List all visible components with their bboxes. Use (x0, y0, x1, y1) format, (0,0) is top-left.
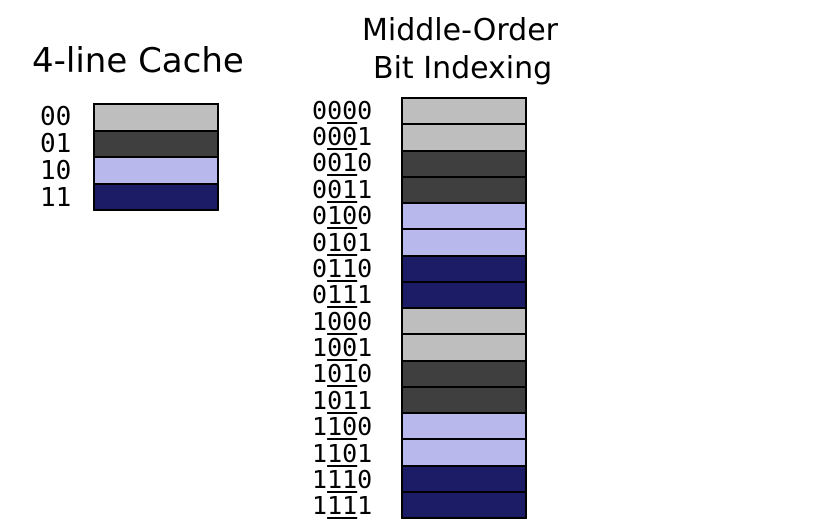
address-low-bit: 0 (357, 201, 373, 231)
memory-line (403, 204, 525, 231)
address-index-bits: 01 (327, 148, 358, 178)
address-low-bit: 1 (357, 385, 373, 415)
memory-line (403, 440, 525, 467)
cache-index-label: 11 (40, 182, 72, 213)
address-high-bit: 1 (312, 333, 328, 363)
address-index-bits: 10 (327, 227, 358, 257)
memory-line (403, 335, 525, 362)
memory-line (403, 282, 525, 309)
cache-title: 4-line Cache (32, 41, 244, 81)
cache-line (95, 184, 217, 209)
memory-line (403, 309, 525, 336)
memory-block (401, 97, 527, 519)
memory-line (403, 492, 525, 517)
address-high-bit: 1 (312, 412, 328, 442)
cache-index-label: 01 (40, 128, 72, 159)
memory-line (403, 256, 525, 283)
memory-line (403, 387, 525, 414)
address-index-bits: 00 (327, 95, 358, 125)
cache-line (95, 105, 217, 132)
cache-index-label: 10 (40, 155, 72, 186)
address-high-bit: 1 (312, 306, 328, 336)
cache-block (93, 103, 219, 211)
address-index-bits: 01 (327, 359, 358, 389)
cache-line (95, 131, 217, 158)
address-high-bit: 1 (312, 438, 328, 468)
address-high-bit: 1 (312, 385, 328, 415)
address-index-bits: 11 (327, 464, 358, 494)
address-high-bit: 0 (312, 280, 328, 310)
memory-line (403, 414, 525, 441)
memory-line (403, 99, 525, 126)
address-index-bits: 00 (327, 306, 358, 336)
address-index-bits: 10 (327, 201, 358, 231)
address-low-bit: 0 (357, 253, 373, 283)
address-low-bit: 0 (357, 412, 373, 442)
address-low-bit: 1 (357, 280, 373, 310)
memory-line (403, 177, 525, 204)
address-low-bit: 0 (357, 464, 373, 494)
address-low-bit: 0 (357, 148, 373, 178)
address-high-bit: 0 (312, 227, 328, 257)
address-high-bit: 1 (312, 359, 328, 389)
address-high-bit: 1 (312, 464, 328, 494)
address-high-bit: 0 (312, 253, 328, 283)
memory-line (403, 230, 525, 257)
address-index-bits: 11 (327, 280, 358, 310)
memory-line (403, 361, 525, 388)
address-high-bit: 0 (312, 201, 328, 231)
address-index-bits: 00 (327, 122, 358, 152)
address-low-bit: 1 (357, 491, 373, 521)
cache-line (95, 158, 217, 185)
address-high-bit: 0 (312, 148, 328, 178)
memory-line (403, 125, 525, 152)
address-index-bits: 10 (327, 438, 358, 468)
address-low-bit: 0 (357, 359, 373, 389)
address-index-bits: 01 (327, 385, 358, 415)
address-high-bit: 0 (312, 95, 328, 125)
address-high-bit: 0 (312, 122, 328, 152)
cache-index-label: 00 (40, 101, 72, 132)
address-index-bits: 01 (327, 174, 358, 204)
memory-title-line-2: Bit Indexing (373, 51, 553, 86)
address-index-bits: 11 (327, 491, 358, 521)
address-low-bit: 0 (357, 306, 373, 336)
memory-title-line-1: Middle-Order (362, 13, 559, 48)
address-low-bit: 1 (357, 438, 373, 468)
address-high-bit: 1 (312, 491, 328, 521)
address-low-bit: 0 (357, 95, 373, 125)
address-low-bit: 1 (357, 333, 373, 363)
address-high-bit: 0 (312, 174, 328, 204)
memory-line (403, 151, 525, 178)
address-low-bit: 1 (357, 174, 373, 204)
address-low-bit: 1 (357, 122, 373, 152)
address-index-bits: 10 (327, 412, 358, 442)
memory-line (403, 466, 525, 493)
address-index-bits: 00 (327, 333, 358, 363)
address-low-bit: 1 (357, 227, 373, 257)
address-index-bits: 11 (327, 253, 358, 283)
